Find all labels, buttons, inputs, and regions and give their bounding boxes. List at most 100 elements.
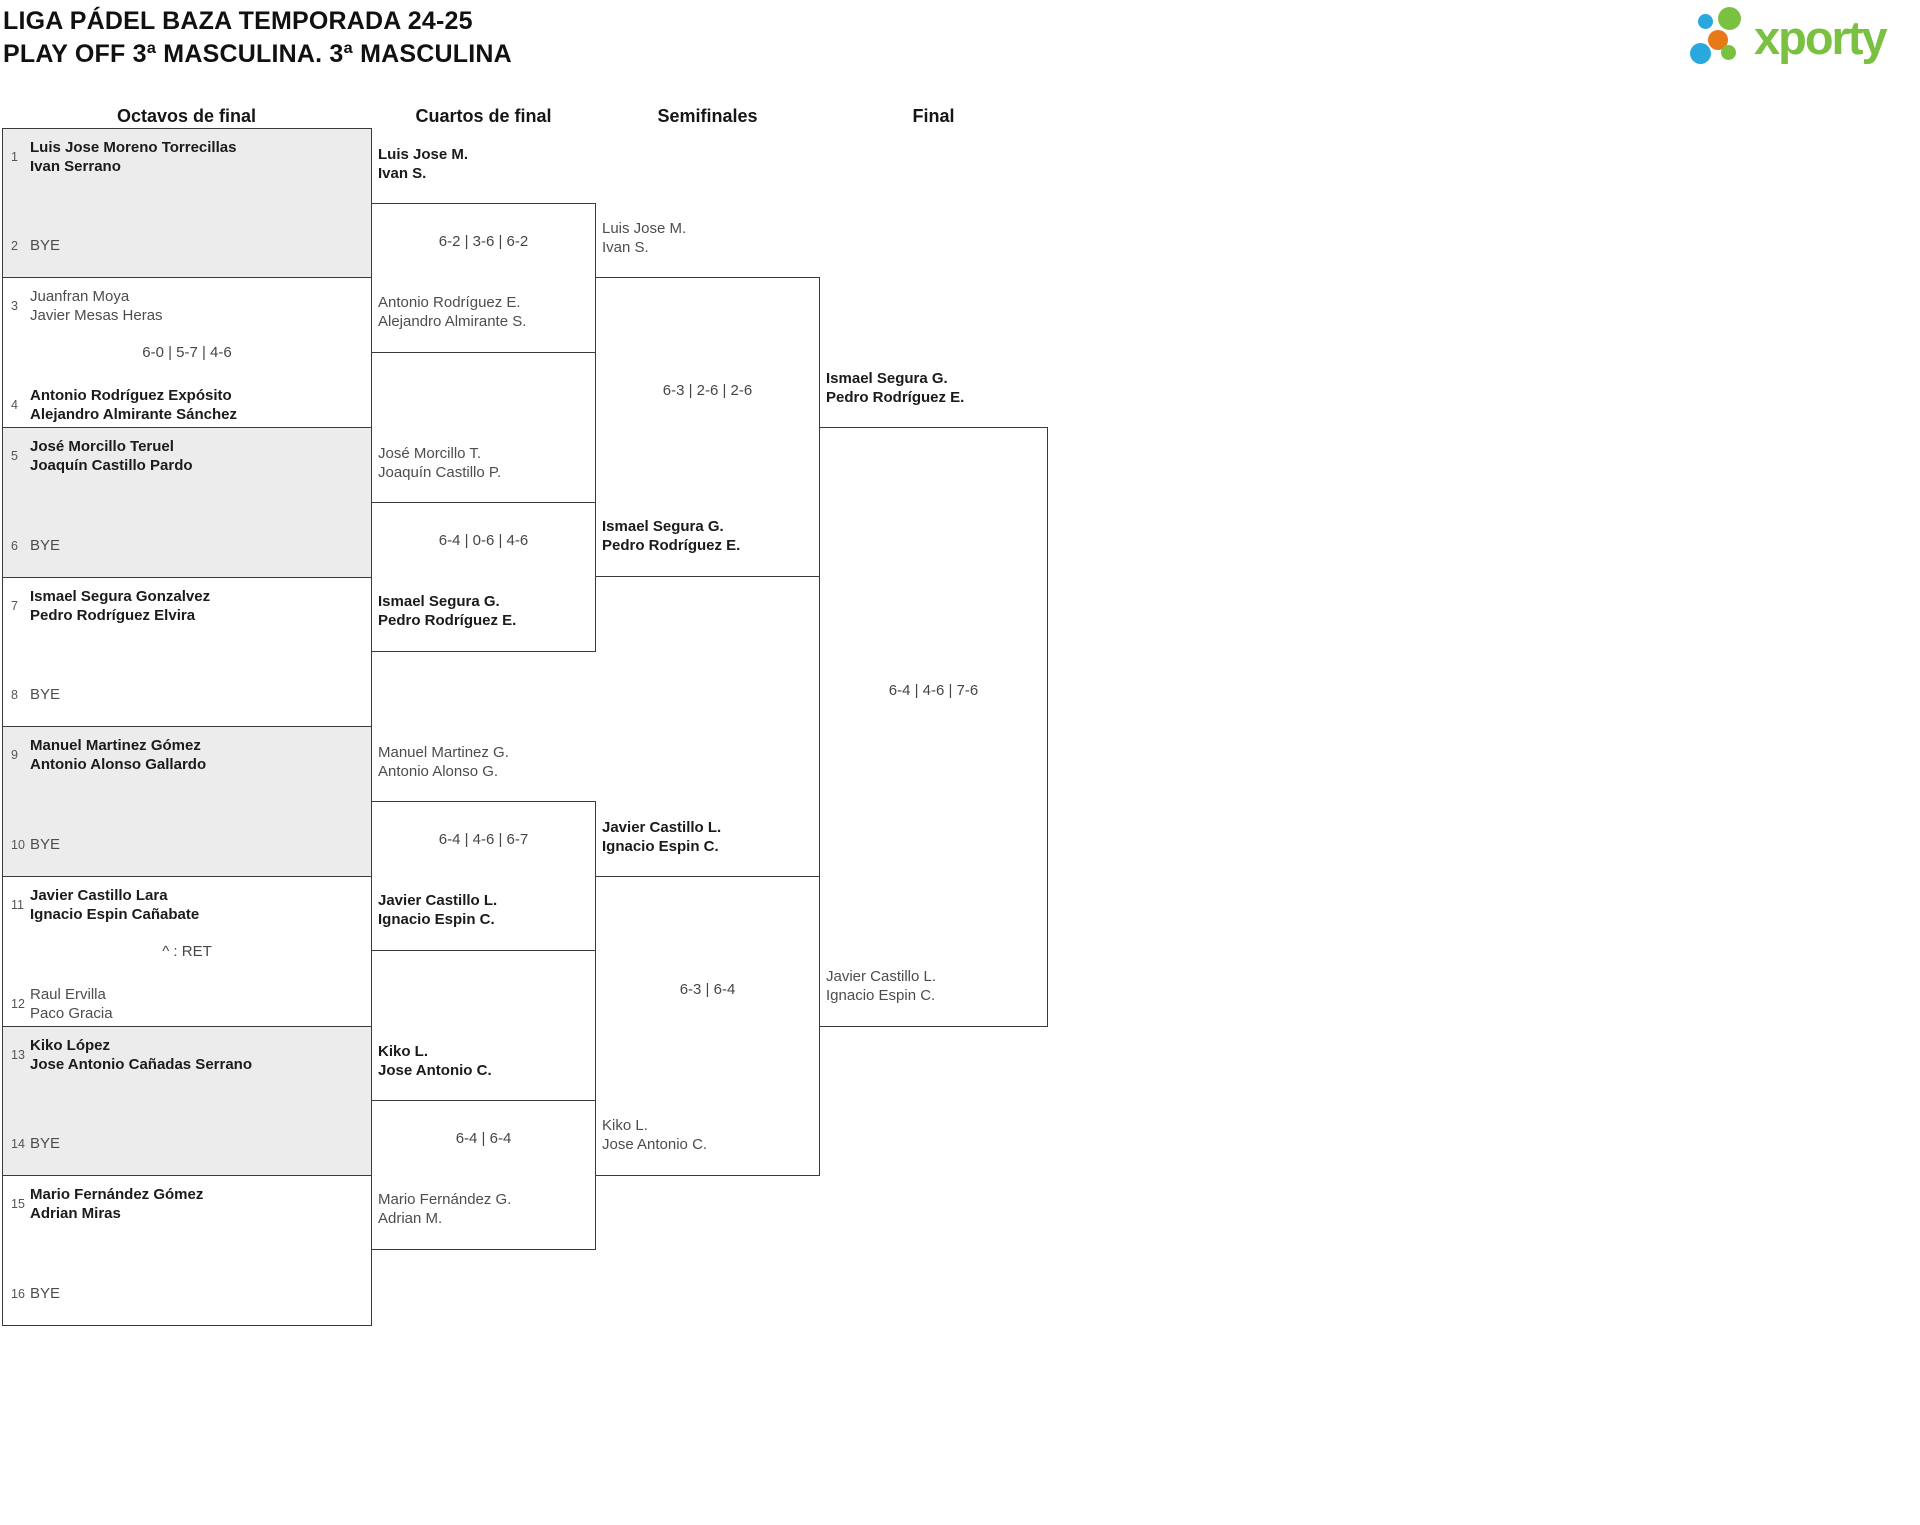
seed-number: 3 xyxy=(11,299,18,313)
match-box-cuartos-2: José Morcillo T. Joaquín Castillo P. 6-4… xyxy=(371,445,596,652)
participant-top: 1 Luis Jose Moreno Torrecillas Ivan Serr… xyxy=(9,138,367,176)
team-line1: Javier Castillo Lara xyxy=(30,887,168,904)
team-line2: Pedro Rodríguez E. xyxy=(602,537,741,554)
team-names: Javier Castillo L. Ignacio Espin C. xyxy=(602,818,721,856)
team-line2: Pedro Rodríguez E. xyxy=(378,612,517,629)
team-line2: Ivan S. xyxy=(602,239,649,256)
team-line2: Antonio Alonso Gallardo xyxy=(30,756,207,773)
team-line2: Adrian Miras xyxy=(30,1205,121,1222)
match-box-octavos-1: 1 Luis Jose Moreno Torrecillas Ivan Serr… xyxy=(2,128,372,278)
participant-top: 13 Kiko López Jose Antonio Cañadas Serra… xyxy=(9,1036,367,1074)
team-names: Kiko López Jose Antonio Cañadas Serrano xyxy=(30,1036,252,1074)
team-line1: Javier Castillo L. xyxy=(378,892,498,909)
logo-dot-green-small-icon xyxy=(1721,45,1736,60)
team-names: Raul Ervilla Paco Gracia xyxy=(30,985,113,1023)
team-line2: Jose Antonio C. xyxy=(602,1136,708,1153)
team-line1: Mario Fernández Gómez xyxy=(30,1186,204,1203)
logo-dot-blue-small-icon xyxy=(1698,14,1713,29)
team-line2: Ignacio Espin C. xyxy=(826,987,936,1004)
seed-number: 9 xyxy=(11,748,18,762)
participant-bottom: 10 BYE xyxy=(9,835,367,854)
xporty-logo[interactable]: xporty xyxy=(1690,6,1920,68)
team-names: Mario Fernández Gómez Adrian Miras xyxy=(30,1185,203,1223)
round-header-cuartos: Cuartos de final xyxy=(415,106,552,126)
seed-number: 13 xyxy=(11,1048,25,1062)
team-line1: Juanfran Moya xyxy=(30,288,130,305)
logo-wordmark: xporty xyxy=(1754,11,1888,64)
team-line2: Ignacio Espin C. xyxy=(602,838,719,855)
team-line1: Luis Jose Moreno Torrecillas xyxy=(30,139,237,156)
seed-number: 6 xyxy=(11,538,18,553)
team-line1: Ismael Segura G. xyxy=(602,518,724,535)
match-box-octavos-8: 15 Mario Fernández Gómez Adrian Miras 16… xyxy=(2,1175,372,1326)
team-names: BYE xyxy=(30,1134,60,1153)
participant-bottom: 2 BYE xyxy=(9,236,367,255)
team-names: Kiko L. Jose Antonio C. xyxy=(378,1042,492,1080)
team-line1: Antonio Rodríguez E. xyxy=(378,294,521,311)
team-names: Juanfran Moya Javier Mesas Heras xyxy=(30,287,163,325)
match-box-cuartos-4: Kiko L. Jose Antonio C. 6-4 | 6-4 Mario … xyxy=(371,1043,596,1250)
participant-bottom: 4 Antonio Rodríguez Expósito Alejandro A… xyxy=(9,386,367,424)
team-line1: BYE xyxy=(30,1285,61,1302)
team-line1: BYE xyxy=(30,537,61,554)
team-names: José Morcillo T. Joaquín Castillo P. xyxy=(378,444,501,482)
team-names: BYE xyxy=(30,685,60,704)
team-line2: Adrian M. xyxy=(378,1210,443,1227)
logo-dot-green-large-icon xyxy=(1718,7,1741,30)
team-line1: Javier Castillo L. xyxy=(826,968,937,985)
team-line1: Kiko L. xyxy=(602,1117,648,1134)
team-line2: Ignacio Espin Cañabate xyxy=(30,906,200,923)
team-line1: Kiko López xyxy=(30,1037,111,1054)
team-line1: Ismael Segura Gonzalvez xyxy=(30,588,211,605)
match-score: 6-3 | 6-4 xyxy=(679,981,736,998)
team-line2: Ivan S. xyxy=(378,165,427,182)
team-names: BYE xyxy=(30,236,60,255)
page-title-line2: PLAY OFF 3ª MASCULINA. 3ª MASCULINA xyxy=(3,40,512,68)
team-names: Ismael Segura G. Pedro Rodríguez E. xyxy=(602,517,740,555)
logo-dot-orange-icon xyxy=(1708,30,1728,50)
match-score: 6-4 | 6-4 xyxy=(455,1130,512,1147)
team-names: Luis Jose Moreno Torrecillas Ivan Serran… xyxy=(30,138,236,176)
team-names: José Morcillo Teruel Joaquín Castillo Pa… xyxy=(30,437,193,475)
logo-dot-blue-large-icon xyxy=(1690,43,1711,64)
match-box-final: Ismael Segura G. Pedro Rodríguez E. 6-4 … xyxy=(819,370,1048,1027)
team-names: Mario Fernández G. Adrian M. xyxy=(378,1190,511,1228)
participant-top: 15 Mario Fernández Gómez Adrian Miras xyxy=(9,1185,367,1223)
match-box-octavos-6: 11 Javier Castillo Lara Ignacio Espin Ca… xyxy=(2,876,372,1027)
seed-number: 8 xyxy=(11,687,18,702)
team-line1: Kiko L. xyxy=(378,1043,429,1060)
team-line1: Ismael Segura G. xyxy=(826,370,948,387)
match-box-cuartos-3: Manuel Martinez G. Antonio Alonso G. 6-4… xyxy=(371,744,596,951)
team-line2: Antonio Alonso G. xyxy=(378,763,499,780)
team-names: Ismael Segura G. Pedro Rodríguez E. xyxy=(378,592,516,630)
match-note-ret: ^ : RET xyxy=(162,942,212,960)
seed-number: 14 xyxy=(11,1136,25,1151)
team-line1: Manuel Martinez Gómez xyxy=(30,737,201,754)
team-line1: Luis Jose M. xyxy=(378,146,469,163)
team-line2: Pedro Rodríguez E. xyxy=(826,389,965,406)
team-names: Antonio Rodríguez Expósito Alejandro Alm… xyxy=(30,386,237,424)
team-line1: BYE xyxy=(30,237,61,254)
seed-number: 12 xyxy=(11,997,25,1011)
team-line1: Manuel Martinez G. xyxy=(378,744,509,761)
participant-bottom: 8 BYE xyxy=(9,685,367,704)
team-line2: Jose Antonio Cañadas Serrano xyxy=(30,1056,252,1073)
team-names: Ismael Segura Gonzalvez Pedro Rodríguez … xyxy=(30,587,210,625)
team-names: Luis Jose M. Ivan S. xyxy=(602,219,686,257)
seed-number: 16 xyxy=(11,1286,25,1301)
match-box-octavos-2: 3 Juanfran Moya Javier Mesas Heras 6-0 |… xyxy=(2,277,372,428)
team-names: BYE xyxy=(30,536,60,555)
team-line1: Ismael Segura G. xyxy=(378,593,500,610)
match-score: 6-4 | 4-6 | 7-6 xyxy=(888,682,979,699)
team-line1: Mario Fernández G. xyxy=(378,1191,512,1208)
team-names: Javier Castillo L. Ignacio Espin C. xyxy=(826,967,936,1005)
seed-number: 2 xyxy=(11,238,18,253)
participant-top: 5 José Morcillo Teruel Joaquín Castillo … xyxy=(9,437,367,475)
round-header-semifinales: Semifinales xyxy=(657,106,758,126)
match-box-octavos-4: 7 Ismael Segura Gonzalvez Pedro Rodrígue… xyxy=(2,577,372,727)
participant-bottom: 16 BYE xyxy=(9,1284,367,1303)
team-line1: José Morcillo Teruel xyxy=(30,438,174,455)
team-line1: José Morcillo T. xyxy=(378,445,482,462)
team-line1: Javier Castillo L. xyxy=(602,819,722,836)
team-line2: Paco Gracia xyxy=(30,1005,113,1022)
